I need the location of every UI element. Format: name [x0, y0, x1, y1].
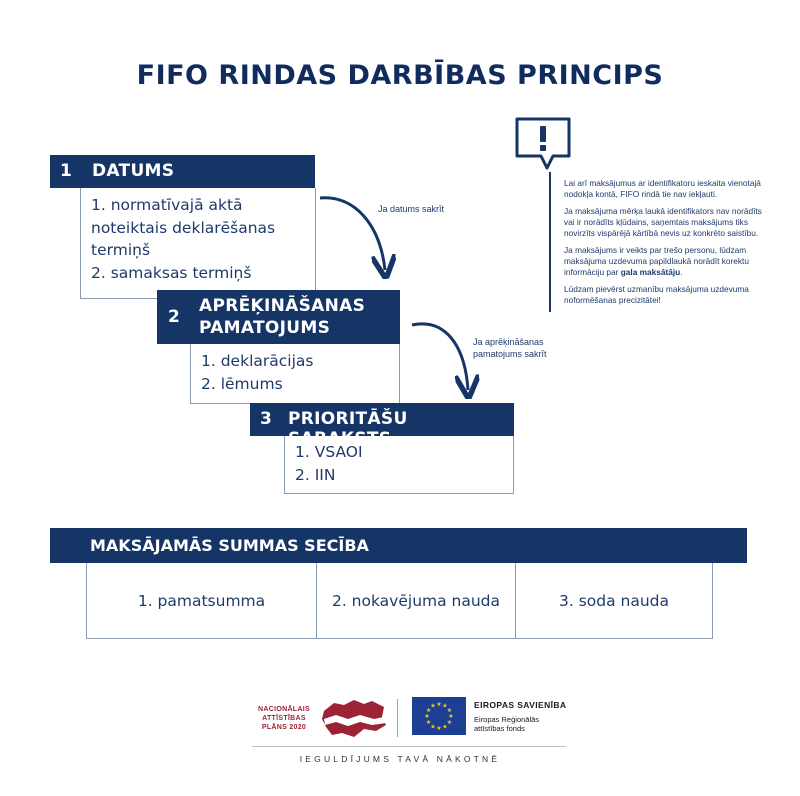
svg-text:★: ★: [442, 703, 447, 710]
step-2-header: 2 APRĒĶINĀŠANAS PAMATOJUMS: [157, 290, 400, 344]
step-1-box: 1. normatīvajā aktā noteiktais deklarēša…: [80, 188, 316, 299]
step-2-item: 1. deklarācijas: [201, 352, 314, 370]
step-1-number: 1: [60, 161, 72, 181]
notice-bold-text: gala maksātāju: [620, 267, 681, 277]
arrow-1: [319, 196, 385, 270]
sequence-cell: 2. nokavējuma nauda: [316, 563, 515, 638]
step-2-label-line: PAMATOJUMS: [199, 318, 331, 338]
eu-text: EIROPAS SAVIENĪBA Eiropas Reģionālās att…: [474, 700, 566, 733]
eu-flag-icon: ★★★ ★★★ ★★★ ★★★: [412, 697, 466, 735]
svg-text:★: ★: [448, 713, 453, 720]
sequence-row: 1. pamatsumma 2. nokavējuma nauda 3. sod…: [86, 563, 713, 639]
step-3-box: 1. VSAOI 2. IIN: [284, 436, 514, 494]
eu-fund-line: Eiropas Reģionālās: [474, 715, 540, 724]
step-3-item: 1. VSAOI: [295, 443, 363, 461]
step-1-item: 2. samaksas termiņš: [91, 263, 252, 282]
sequence-cell: 3. soda nauda: [515, 563, 712, 638]
step-3-header: 3 PRIORITĀŠU SARAKSTS: [250, 403, 514, 449]
notice-text: Lai arī maksājumus ar identifikatoru ies…: [564, 178, 774, 312]
notice-paragraph: Ja maksājums ir veikts par trešo personu…: [564, 245, 749, 277]
step-2-item: 2. lēmums: [201, 374, 283, 393]
notice-paragraph: Ja maksājuma mērķa laukā identifikators …: [564, 206, 762, 238]
svg-text:★: ★: [424, 713, 429, 720]
arrow-1-label: Ja datums sakrīt: [378, 204, 445, 214]
svg-text:★: ★: [447, 707, 452, 714]
notice-paragraph: Lūdzam pievērst uzmanību maksājuma uzdev…: [564, 284, 749, 305]
step-3-number: 3: [260, 409, 272, 429]
step-1-item: termiņš: [91, 241, 151, 259]
footer-divider: [397, 699, 398, 737]
footer-slogan: IEGULDĪJUMS TAVĀ NĀKOTNĒ: [299, 754, 501, 764]
eu-title: EIROPAS SAVIENĪBA: [474, 700, 567, 710]
svg-text:★: ★: [426, 707, 431, 714]
step-2-box: 1. deklarācijas 2. lēmums: [190, 344, 400, 404]
arrow-2-label: Ja aprēķināšanas pamatojums sakrīt: [473, 336, 547, 360]
svg-text:★: ★: [442, 723, 447, 730]
svg-text:★: ★: [426, 719, 431, 726]
notice-paragraph: Lai arī maksājumus ar identifikatoru ies…: [564, 178, 761, 199]
notice-accent-line: [549, 172, 551, 312]
arrow-2-label-line: Ja aprēķināšanas: [473, 337, 544, 347]
step-2-label-line: APRĒĶINĀŠANAS: [199, 296, 366, 316]
sequence-cell: 1. pamatsumma: [137, 591, 266, 610]
step-1-label: DATUMS: [92, 161, 175, 181]
eu-fund-line: attīstības fonds: [474, 724, 525, 733]
nap-logo-text: NACIONĀLAIS ATTĪSTĪBAS PLĀNS 2020: [258, 706, 310, 731]
arrow-2: [411, 322, 468, 390]
page-title: FIFO RINDAS DARBĪBAS PRINCIPS: [136, 60, 664, 91]
step-1-item: 1. normatīvajā aktā: [91, 196, 243, 214]
svg-text:★: ★: [430, 703, 435, 710]
svg-text:★: ★: [447, 719, 452, 726]
step-3-item: 2. IIN: [295, 465, 336, 484]
latvia-map-logo-icon: [322, 700, 386, 737]
step-2-number: 2: [168, 307, 180, 327]
step-1-item: noteiktais deklarēšanas: [91, 218, 276, 237]
step-1-header: 1 DATUMS: [50, 155, 315, 188]
exclamation-speech-bubble-icon: [515, 117, 571, 170]
svg-text:★: ★: [430, 723, 435, 730]
svg-text:★: ★: [436, 701, 441, 708]
footer-rule: [252, 746, 566, 747]
arrow-2-label-line: pamatojums sakrīt: [473, 349, 547, 359]
sequence-header: MAKSĀJAMĀS SUMMAS SECĪBA: [50, 528, 747, 563]
svg-text:★: ★: [436, 725, 441, 732]
